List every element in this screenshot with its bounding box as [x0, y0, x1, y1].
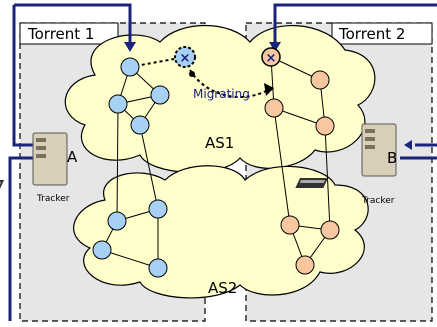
arrowhead-torrent-2	[269, 42, 281, 52]
arrowhead-tracker-b	[404, 140, 412, 150]
torrent-1-link-top	[14, 3, 132, 42]
tracker-links	[8, 3, 437, 321]
migrating-peer-node	[174, 46, 196, 68]
peer-node	[310, 70, 330, 90]
tracker-b-caption: Tracker	[361, 196, 395, 206]
migration-arrow-path	[189, 69, 269, 99]
torrent-2-title-box	[331, 22, 433, 45]
torrent-1-title-box	[19, 22, 119, 45]
peer-node	[320, 220, 340, 240]
tracker-a-link-bottom	[8, 156, 38, 321]
peer-node	[108, 94, 128, 114]
torrent-2-title: Torrent 2	[338, 25, 405, 43]
peer-node	[130, 115, 150, 135]
arrowhead-torrent-1	[124, 42, 136, 52]
torrent-1-peers	[92, 57, 170, 278]
tracker-b-letter: B	[387, 149, 397, 167]
peer-node	[92, 240, 112, 260]
migrating-label: Migrating	[193, 87, 250, 101]
peer-node	[280, 215, 300, 235]
torrent-2-peers	[264, 70, 340, 275]
peer-node	[150, 85, 170, 105]
peer-node	[315, 116, 335, 136]
peer-node	[148, 199, 168, 219]
tracker-a-caption: Tracker	[36, 194, 70, 204]
migrating-x-icon: ×	[180, 51, 191, 66]
torrent-2-link-top	[273, 3, 437, 42]
torrent-1-title: Torrent 1	[27, 25, 94, 43]
as2-label: AS2	[208, 279, 237, 297]
tracker-a-letter: A	[67, 148, 78, 166]
as1-label: AS1	[205, 134, 234, 152]
migration-arrowhead	[264, 83, 274, 96]
peer-node	[264, 98, 284, 118]
migration-origin-dot	[189, 71, 195, 77]
arrived-x-icon: ×	[266, 51, 277, 66]
peer-node	[107, 211, 127, 231]
arrived-peer-node	[261, 47, 281, 67]
peer-node	[148, 258, 168, 278]
tracker-b-computer-icon	[295, 123, 397, 188]
tracker-a-computer-icon	[0, 132, 68, 190]
peer-node	[295, 255, 315, 275]
peer-node	[120, 57, 140, 77]
